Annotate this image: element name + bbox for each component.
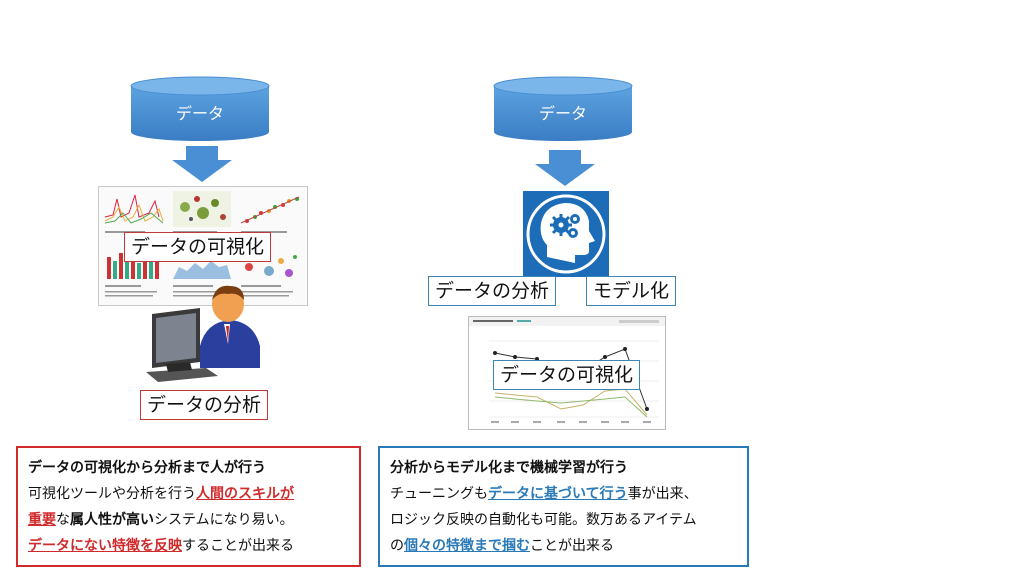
right-box-heading: 分析からモデル化まで機械学習が行う [390, 460, 628, 476]
left-data-cylinder: データ [130, 76, 270, 142]
left-box-line-2: 可視化ツールや分析を行う人間のスキルが [28, 486, 294, 502]
machine-learning-head-icon [523, 191, 609, 277]
left-cylinder-label: データ [175, 104, 224, 123]
left-description-box: データの可視化から分析まで人が行う 可視化ツールや分析を行う人間のスキルが 重要… [16, 446, 361, 567]
database-cylinder-icon [493, 76, 633, 141]
right-description-box: 分析からモデル化まで機械学習が行う チューニングもデータに基づいて行う事が出来、… [378, 446, 749, 567]
left-analyze-tag: データの分析 [140, 390, 269, 420]
right-data-cylinder: データ [493, 76, 633, 142]
right-cylinder-label: データ [538, 104, 587, 123]
right-visualize-tag: データの可視化 [493, 360, 641, 390]
right-down-arrow-icon [535, 150, 595, 186]
right-box-line-3: ロジック反映の自動化も可能。数万あるアイテム [390, 512, 697, 528]
left-visualize-tag: データの可視化 [124, 232, 272, 262]
left-box-heading: データの可視化から分析まで人が行う [28, 460, 266, 476]
left-down-arrow-icon [172, 146, 232, 182]
left-box-line-3: 重要な属人性が高いシステムになり易い。 [28, 512, 294, 528]
right-analyze-tag: データの分析 [428, 276, 557, 306]
left-box-line-4: データにない特徴を反映することが出来る [28, 538, 294, 554]
right-box-line-4: の個々の特徴まで掴むことが出来る [390, 538, 614, 554]
right-model-tag: モデル化 [586, 276, 677, 306]
database-cylinder-icon [130, 76, 270, 141]
right-box-line-2: チューニングもデータに基づいて行う事が出来、 [390, 486, 698, 502]
user-at-computer-icon [146, 285, 260, 382]
